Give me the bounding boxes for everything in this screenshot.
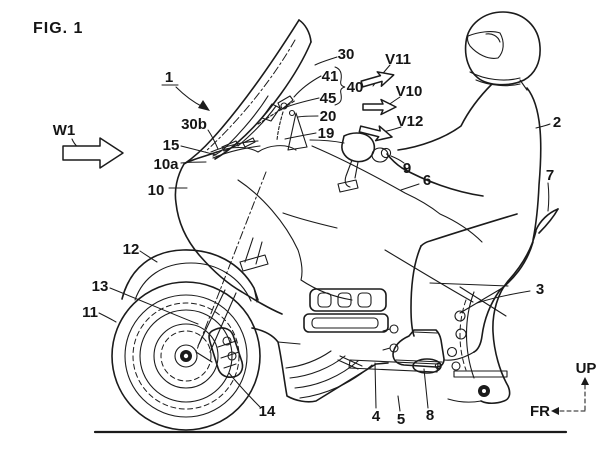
rider-boot	[392, 329, 445, 368]
direction-label-fr: FR	[530, 403, 550, 420]
handlebar-grip	[309, 132, 392, 193]
ref-label-20: 20	[320, 108, 337, 125]
ref-label-19: 19	[318, 125, 335, 142]
direction-label-w1: W1	[53, 122, 76, 139]
ref-label-7: 7	[546, 167, 554, 184]
ref-label-14: 14	[259, 403, 276, 420]
helmet	[464, 11, 541, 91]
leader-lines	[71, 56, 551, 412]
direction-label-v11: V11	[385, 51, 411, 68]
airflow-arrow-v10	[362, 98, 397, 116]
windscreen-adjuster-mechanism	[257, 95, 308, 151]
ref-label-9: 9	[403, 160, 411, 177]
engine	[303, 288, 389, 333]
visor-opening	[467, 31, 504, 59]
ref-label-8: 8	[426, 407, 434, 424]
direction-label-v12: V12	[397, 113, 424, 130]
labels: FIG. 1 1 30 41 40 45 20 19 30b 15 10a 10…	[33, 20, 596, 428]
ref-label-10a: 10a	[153, 156, 179, 173]
numeral-1-arrowhead	[198, 100, 210, 111]
front-wheel	[111, 281, 261, 431]
wind-arrow-w1	[62, 137, 124, 169]
rear-bodywork	[429, 208, 559, 405]
airflow-arrow-v11	[359, 66, 397, 92]
ref-label-12: 12	[123, 241, 140, 258]
ref-label-41: 41	[322, 68, 339, 85]
floorboard	[337, 355, 439, 373]
ref-label-5: 5	[397, 411, 405, 428]
ref-label-1: 1	[165, 69, 173, 86]
airflow-arrow-v12	[357, 120, 395, 146]
rider	[371, 11, 542, 368]
ref-label-40: 40	[347, 79, 364, 96]
rider-body	[371, 83, 542, 368]
fr-arrowhead	[551, 407, 559, 415]
ref-label-45: 45	[320, 90, 337, 107]
brake-caliper	[208, 327, 244, 378]
inner-windscreen	[212, 95, 277, 157]
rider-hand	[371, 147, 389, 163]
under-cowl	[251, 327, 389, 403]
ref-label-3: 3	[536, 281, 544, 298]
up-arrowhead	[581, 377, 589, 385]
ref-label-30: 30	[338, 46, 355, 63]
bar-end-knob	[380, 147, 392, 159]
ref-label-30b: 30b	[181, 116, 207, 133]
ref-label-13: 13	[92, 278, 109, 295]
front-fender	[121, 249, 259, 303]
cowl-garnish	[210, 140, 297, 159]
ref-label-2: 2	[553, 114, 561, 131]
direction-label-up: UP	[576, 360, 597, 377]
orientation-axes	[551, 377, 589, 415]
figure-title: FIG. 1	[33, 20, 83, 37]
front-fork	[195, 171, 269, 363]
ref-label-4: 4	[372, 408, 381, 425]
ref-label-11: 11	[82, 304, 98, 321]
ref-label-15: 15	[163, 137, 180, 154]
direction-label-v10: V10	[396, 83, 423, 100]
ref-label-10: 10	[148, 182, 165, 199]
numeral-40-brace	[334, 66, 346, 106]
ref-label-6: 6	[423, 172, 431, 189]
front-bodywork	[174, 145, 483, 315]
